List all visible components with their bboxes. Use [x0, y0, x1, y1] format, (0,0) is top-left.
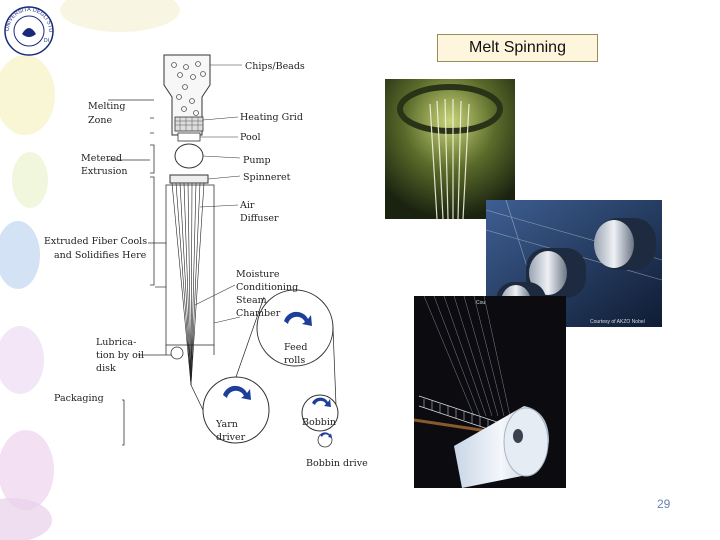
page-number: 29	[657, 497, 671, 511]
label-melting-zone-2: Zone	[88, 115, 112, 126]
label-extruded-1: Extruded Fiber Cools	[44, 236, 147, 247]
label-yarn-1: Yarn	[215, 419, 238, 430]
logo-side-text: DI	[44, 38, 49, 44]
label-metered-1: Metered	[81, 153, 122, 164]
label-moisture-2: Conditioning	[236, 282, 298, 293]
label-melting-zone-1: Melting	[88, 101, 125, 112]
label-feed-1: Feed	[284, 342, 307, 353]
photo-2-credit: Courtesy of AKZO Nobel	[590, 319, 645, 325]
photo-spinneret-filaments	[385, 79, 515, 219]
photo-yarn-bobbin: Cou	[414, 296, 566, 488]
label-bobbin: Bobbin	[302, 417, 336, 428]
label-bobbin-drive: Bobbin drive	[306, 458, 368, 469]
label-air-2: Diffuser	[240, 213, 279, 224]
slide-title: Melt Spinning	[437, 34, 598, 62]
label-yarn-2: driver	[216, 432, 246, 443]
label-packaging: Packaging	[54, 393, 104, 404]
label-lubrication-2: tion by oil	[96, 350, 144, 361]
melt-spinning-diagram: Chips/Beads Melting Zone Heating Grid Po…	[44, 54, 368, 469]
label-moisture-3: Steam	[236, 295, 267, 306]
label-lubrication-1: Lubrica-	[96, 337, 136, 348]
label-pump: Pump	[243, 155, 271, 166]
label-moisture-1: Moisture	[236, 269, 280, 280]
label-feed-2: rolls	[284, 355, 305, 366]
label-extruded-2: and Solidifies Here	[54, 250, 147, 261]
label-chips-beads: Chips/Beads	[245, 61, 305, 72]
label-pool: Pool	[240, 132, 260, 143]
label-moisture-4: Chamber	[236, 308, 281, 319]
label-heating-grid: Heating Grid	[240, 112, 303, 123]
label-air-1: Air	[239, 200, 255, 211]
label-lubrication-3: disk	[96, 363, 116, 374]
label-metered-2: Extrusion	[81, 166, 128, 177]
photo-3-credit: Cou	[476, 300, 485, 306]
label-spinneret: Spinneret	[243, 172, 291, 183]
